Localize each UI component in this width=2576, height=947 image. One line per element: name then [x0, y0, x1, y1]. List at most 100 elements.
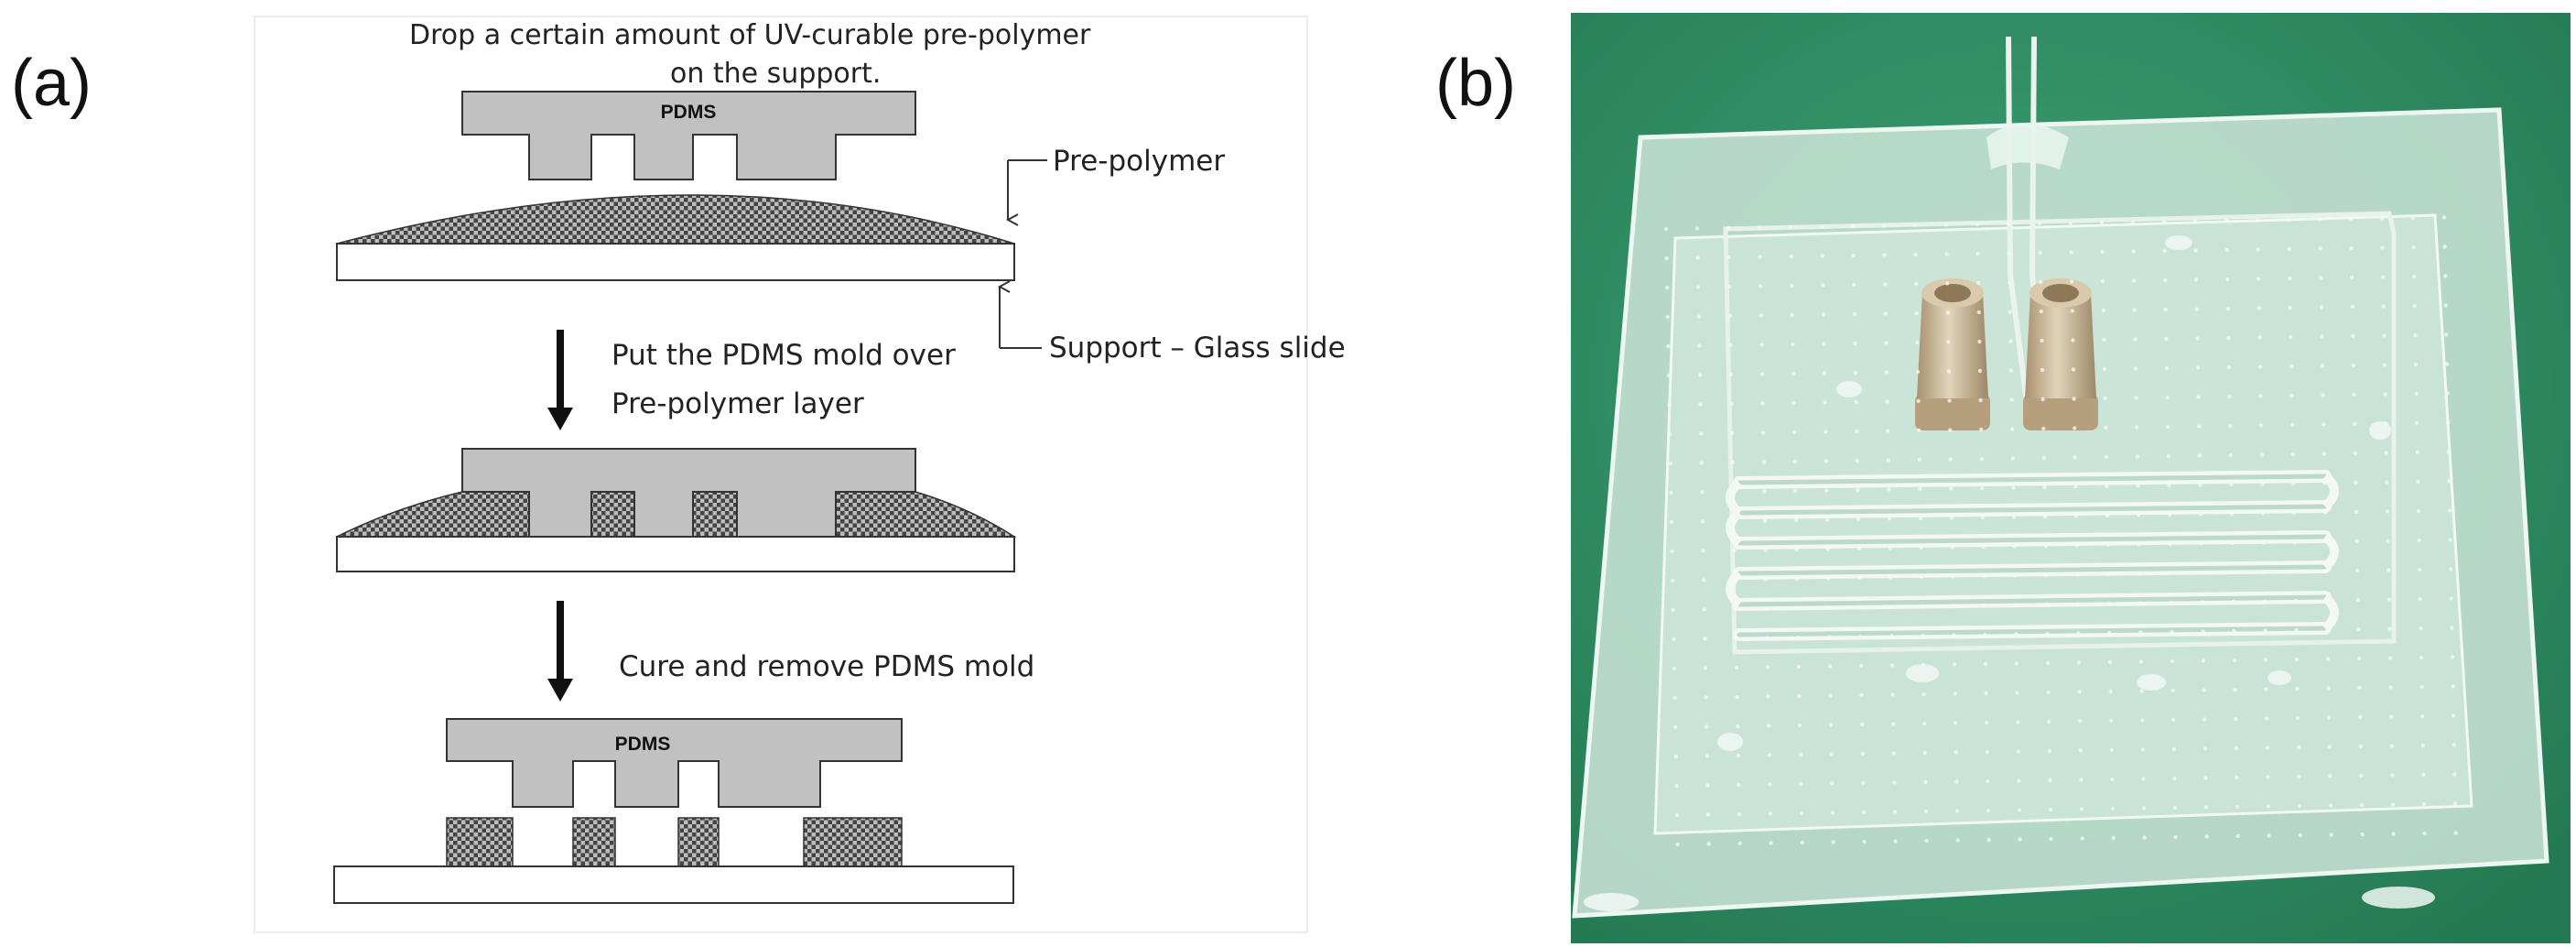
- chip-dot: [1886, 429, 1890, 433]
- chip-dot: [2102, 366, 2107, 372]
- chip-dot: [1791, 400, 1796, 406]
- chip-dot: [2319, 305, 2323, 310]
- chip-dot: [1699, 461, 1705, 465]
- chip-dot: [1829, 752, 1835, 757]
- chip-dot: [2080, 836, 2084, 841]
- chip-dot: [2288, 305, 2292, 310]
- chip-dot: [1760, 401, 1765, 406]
- chip-dot: [2169, 571, 2173, 576]
- chip-dot: [1921, 662, 1926, 668]
- chip-dot: [2359, 802, 2365, 808]
- chip-dot: [2073, 455, 2077, 460]
- chip-dot: [2356, 626, 2361, 632]
- chip-dot: [1800, 840, 1804, 845]
- chip-dot: [1759, 284, 1763, 288]
- chip-dot: [1922, 750, 1927, 756]
- chip-dot: [1918, 486, 1922, 492]
- chip-dot: [1924, 838, 1929, 844]
- chip-dot: [1701, 549, 1705, 553]
- chip-dot: [2199, 541, 2203, 546]
- chip-dot: [1796, 664, 1802, 669]
- chip-dot: [2452, 743, 2456, 747]
- chip-dot: [1853, 341, 1857, 346]
- chip-dot: [1737, 811, 1742, 817]
- chip-dot: [1737, 782, 1741, 788]
- chip-dot: [1831, 840, 1835, 844]
- chip-dot: [1892, 780, 1897, 785]
- chip-dot: [2010, 427, 2015, 431]
- chip-dot: [2197, 453, 2202, 458]
- chip-dot: [2322, 422, 2326, 427]
- glass-slide-3: [333, 865, 1014, 904]
- chip-dot: [2047, 748, 2051, 754]
- chip-dot: [1795, 576, 1800, 582]
- chip-dot: [1980, 485, 1985, 491]
- chip-dot: [1917, 428, 1921, 433]
- chip-dot: [1918, 516, 1923, 521]
- chip-dot: [2443, 274, 2448, 278]
- chip-dot: [1860, 722, 1865, 727]
- chip-dot: [2230, 540, 2235, 546]
- chip-dot: [1734, 665, 1739, 670]
- chip-dot: [1791, 371, 1796, 376]
- chip-dot: [1672, 695, 1677, 701]
- chip-dot: [2324, 569, 2329, 573]
- chip-dot: [2069, 250, 2073, 255]
- chip-dot: [2193, 248, 2198, 253]
- chip-dot: [2135, 425, 2139, 430]
- chip-dot: [1950, 545, 1954, 550]
- chip-dot: [2420, 713, 2425, 719]
- pdms-mold-1: [461, 91, 916, 180]
- chip-dot: [2167, 483, 2171, 488]
- chip-dot: [2389, 744, 2394, 748]
- chip-dot: [1955, 838, 1960, 843]
- chip-dot: [1986, 837, 1991, 843]
- chip-dot: [1728, 343, 1733, 348]
- chip-dot: [1851, 253, 1856, 258]
- chip-dot: [2355, 597, 2360, 603]
- chip-dot: [1700, 490, 1705, 495]
- chip-dot: [2203, 746, 2207, 751]
- chip-dot: [2322, 510, 2328, 515]
- chip-dot: [1858, 663, 1864, 669]
- chip-dot: [1674, 812, 1680, 818]
- chip-dot: [1668, 461, 1673, 466]
- chip-dot: [2325, 657, 2331, 661]
- chip-dot: [2048, 807, 2053, 812]
- chip-dot: [1735, 694, 1739, 700]
- chip-dot: [2384, 421, 2388, 426]
- chip-dot: [1758, 255, 1762, 259]
- chip-dot: [2325, 627, 2330, 632]
- chip-dot: [2350, 304, 2354, 310]
- chip-dot: [2076, 660, 2082, 665]
- chip-dot: [2355, 568, 2360, 573]
- chip-dot: [2323, 539, 2328, 544]
- chip-dot: [2039, 279, 2043, 285]
- chip-dot: [2140, 718, 2145, 723]
- chip-dot: [2326, 686, 2331, 691]
- chip-dot: [1736, 753, 1741, 758]
- chip-dot: [2134, 396, 2138, 400]
- chip-dot: [2420, 743, 2425, 748]
- chip-dot: [2197, 424, 2202, 429]
- chip-dot: [2264, 687, 2268, 691]
- chip-dot: [2349, 245, 2354, 251]
- chip-dot: [1859, 692, 1864, 698]
- chip-dot: [2106, 601, 2111, 606]
- chip-dot: [1981, 544, 1986, 550]
- chip-dot: [1916, 398, 1921, 404]
- chip-dot: [2075, 572, 2080, 577]
- chip-dot: [1884, 341, 1889, 345]
- chip-dot: [2170, 688, 2175, 693]
- chip-dot: [1883, 282, 1888, 287]
- chip-dot: [2016, 720, 2020, 724]
- chip-dot: [1765, 636, 1770, 640]
- chip-dot: [1889, 604, 1893, 609]
- chip-dot: [2075, 602, 2080, 606]
- chip-dot: [1951, 604, 1955, 608]
- chip-dot: [2317, 217, 2322, 222]
- chip-dot: [2265, 716, 2269, 721]
- chip-dot: [2288, 276, 2292, 281]
- chip-dot: [1912, 223, 1918, 228]
